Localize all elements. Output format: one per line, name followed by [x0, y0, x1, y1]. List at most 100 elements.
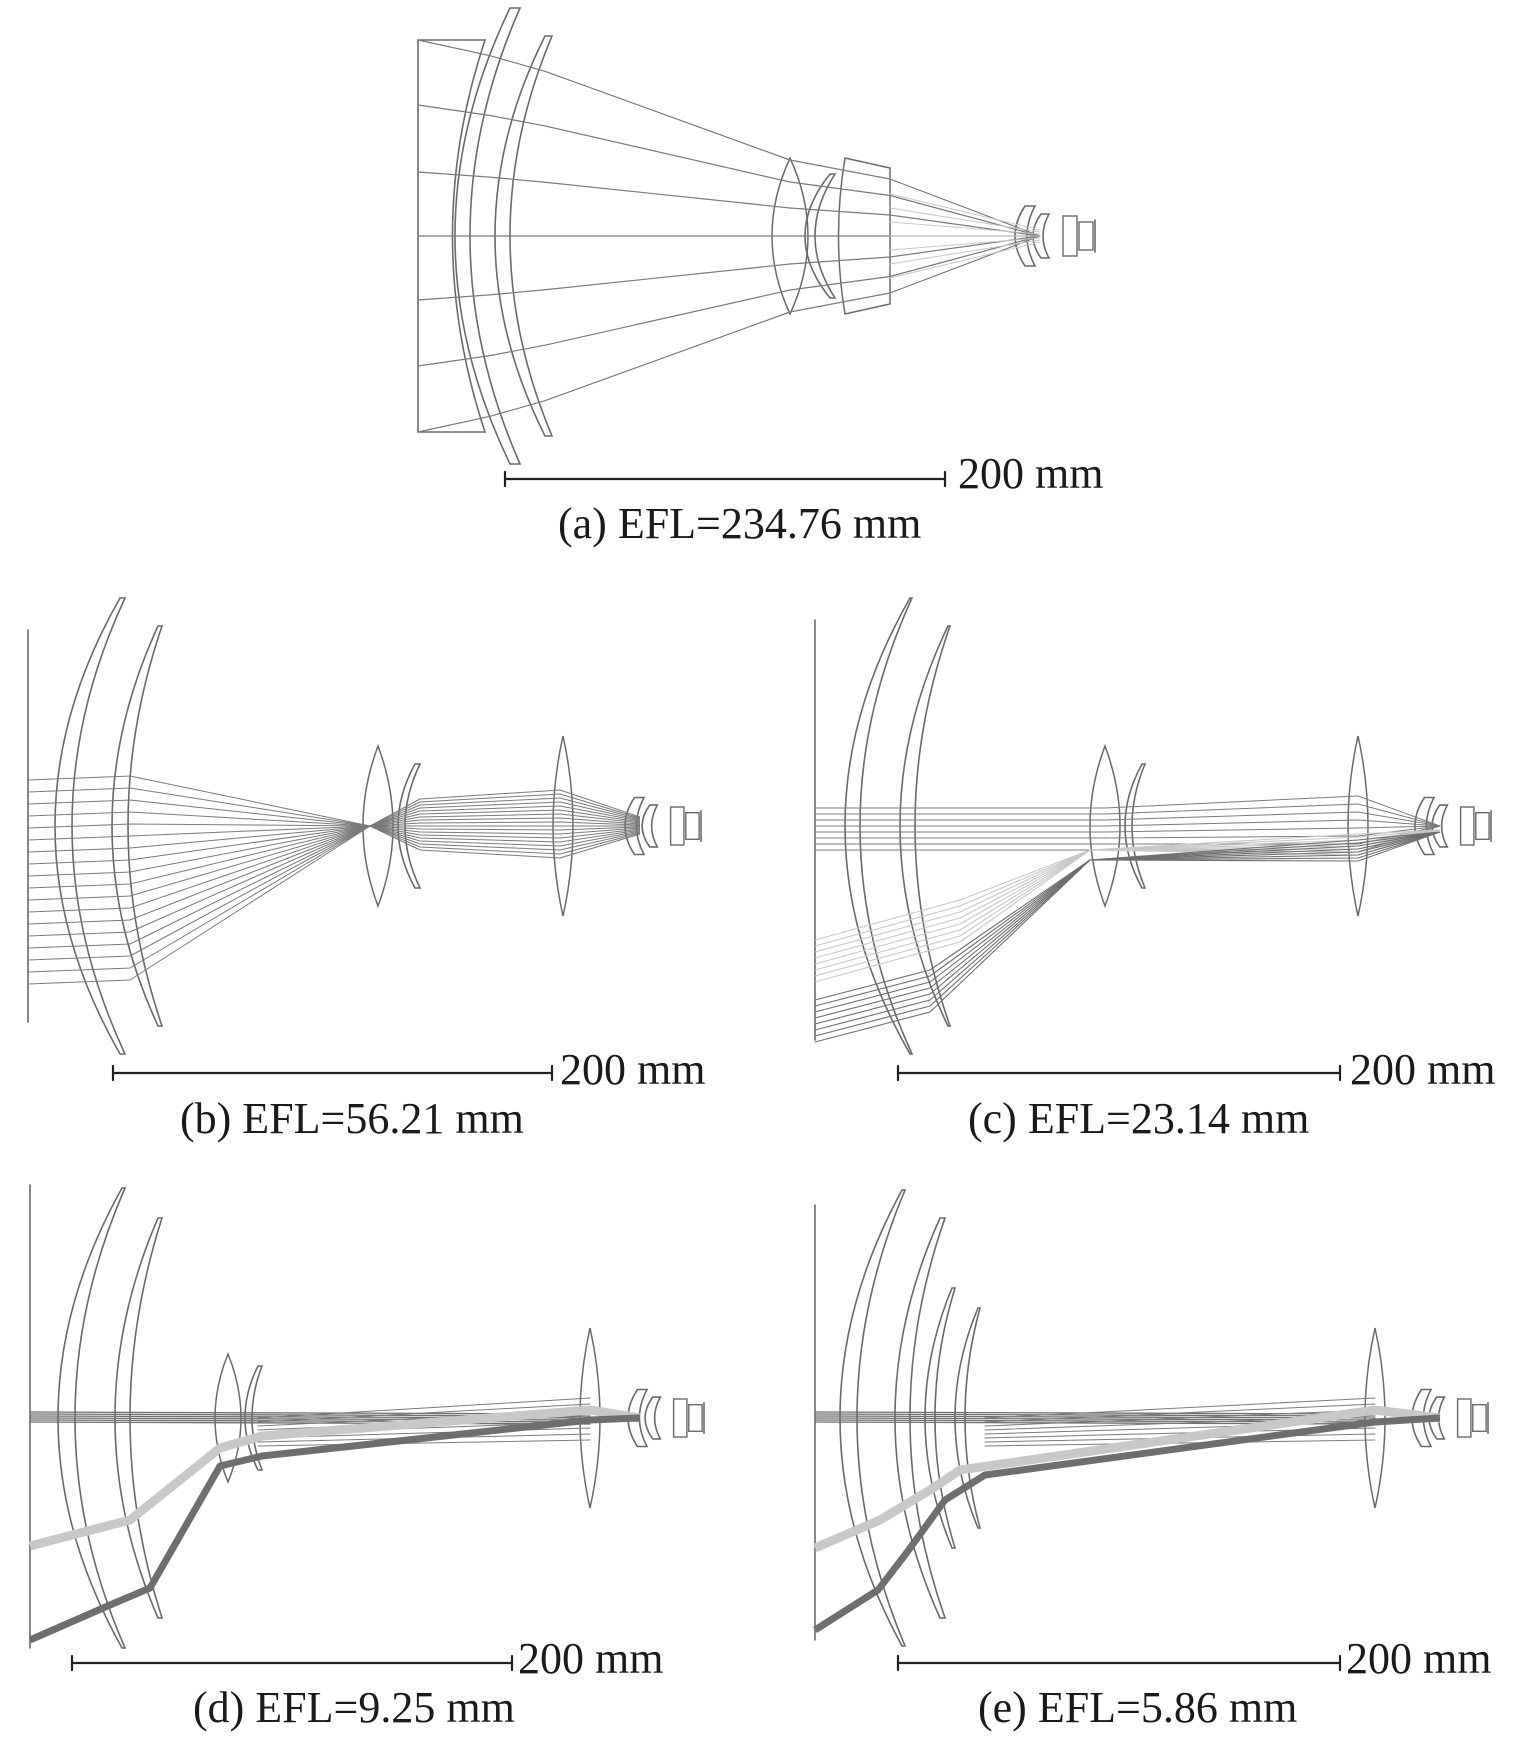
- rear-lens: [1411, 1388, 1433, 1448]
- ray: [984, 1403, 1376, 1423]
- middle-lens-3: [552, 735, 574, 917]
- middle-lens-2: [244, 1365, 264, 1471]
- rear-lens-block: [672, 1398, 688, 1438]
- ray: [27, 825, 641, 901]
- rear-lens: [1428, 1396, 1446, 1440]
- ray: [417, 235, 1041, 433]
- ray: [27, 825, 640, 889]
- ray: [257, 1403, 591, 1423]
- ray: [815, 795, 1441, 827]
- panel-c: [814, 597, 1492, 1082]
- panel-b: [27, 597, 702, 1082]
- ray: [27, 787, 641, 827]
- ray: [814, 831, 1441, 1031]
- ray: [27, 775, 641, 827]
- ray: [27, 825, 641, 913]
- front-window: [417, 39, 487, 433]
- middle-lens-2: [1124, 763, 1147, 889]
- ray: [814, 829, 1441, 983]
- ray: [257, 1439, 591, 1447]
- front-lens-3: [924, 1287, 957, 1549]
- ray-bundle-dark: [813, 1414, 1441, 1633]
- panel-d: [28, 1184, 705, 1672]
- rear-lens-block: [685, 812, 700, 841]
- ray: [27, 805, 641, 829]
- front-lens-2: [899, 625, 952, 1027]
- rear-lens-block: [1078, 221, 1094, 251]
- rear-lens: [627, 1388, 649, 1448]
- front-lens-2: [494, 35, 554, 437]
- middle-lens-1: [1089, 743, 1121, 909]
- ray: [417, 171, 1041, 237]
- scale-label-c: 200 mm: [1350, 1045, 1495, 1094]
- ray-bundle-light: [813, 1405, 1441, 1553]
- ray: [27, 825, 641, 985]
- caption-e: (e) EFL=5.86 mm: [978, 1683, 1297, 1732]
- rear-lens: [1431, 804, 1449, 848]
- caption-d: (d) EFL=9.25 mm: [193, 1683, 515, 1732]
- ray: [814, 831, 1441, 1043]
- front-lens-2: [111, 625, 164, 1027]
- front-lens-2: [114, 1217, 164, 1619]
- ray: [889, 239, 1041, 265]
- ray: [984, 1409, 1376, 1427]
- ray: [27, 817, 641, 865]
- ray: [417, 39, 1041, 237]
- ray: [815, 825, 1441, 839]
- scale-label-b: 200 mm: [560, 1045, 705, 1094]
- ray: [27, 825, 641, 937]
- scale-label-e: 200 mm: [1346, 1634, 1491, 1683]
- scale-label-a: 200 mm: [958, 449, 1103, 498]
- front-lens-1: [57, 1187, 127, 1649]
- middle-lens-2: [397, 763, 422, 889]
- panel-e: [813, 1189, 1489, 1672]
- ray: [417, 235, 1041, 301]
- middle-lens-3: [837, 157, 891, 315]
- ray: [984, 1439, 1376, 1447]
- rear-lens: [644, 1396, 662, 1440]
- rear-lens-block: [1475, 812, 1490, 841]
- front-lens-1: [844, 597, 914, 1055]
- ray: [27, 825, 641, 973]
- ray: [889, 241, 1041, 279]
- ray: [27, 825, 641, 925]
- ray: [27, 821, 641, 877]
- ray: [814, 829, 1441, 953]
- ray: [815, 811, 1441, 827]
- ray: [27, 801, 641, 827]
- rear-lens-block: [1062, 215, 1078, 257]
- ray: [27, 813, 641, 853]
- front-lens-4: [954, 1307, 982, 1529]
- ray: [815, 803, 1441, 827]
- ray: [417, 235, 1041, 367]
- ray: [27, 825, 641, 949]
- panel-a: [417, 7, 1096, 488]
- ray: [27, 809, 641, 841]
- front-lens-1: [54, 597, 127, 1055]
- ray-bundle-light: [28, 1405, 641, 1551]
- ray: [815, 825, 1441, 833]
- rear-lens: [641, 804, 659, 848]
- ray-bundle-dark: [28, 1414, 641, 1644]
- front-lens-2: [894, 1217, 947, 1619]
- rear-lens-block: [688, 1403, 703, 1432]
- rear-lens-block: [1456, 1398, 1472, 1438]
- middle-lens-3: [579, 1327, 601, 1509]
- scale-label-d: 200 mm: [518, 1634, 663, 1683]
- middle-lens-1: [362, 743, 394, 909]
- middle-lens-3: [1347, 735, 1369, 917]
- front-lens-1: [454, 7, 522, 465]
- caption-c: (c) EFL=23.14 mm: [968, 1094, 1309, 1143]
- rear-lens: [1014, 205, 1037, 267]
- ray: [889, 207, 1041, 233]
- rear-lens-block: [1472, 1403, 1487, 1432]
- middle-lens-1: [1364, 1327, 1386, 1509]
- ray: [889, 193, 1041, 231]
- ray: [889, 221, 1041, 235]
- ray: [27, 825, 641, 961]
- ray: [257, 1397, 591, 1419]
- middle-lens-2: [804, 173, 837, 299]
- ray: [27, 797, 641, 827]
